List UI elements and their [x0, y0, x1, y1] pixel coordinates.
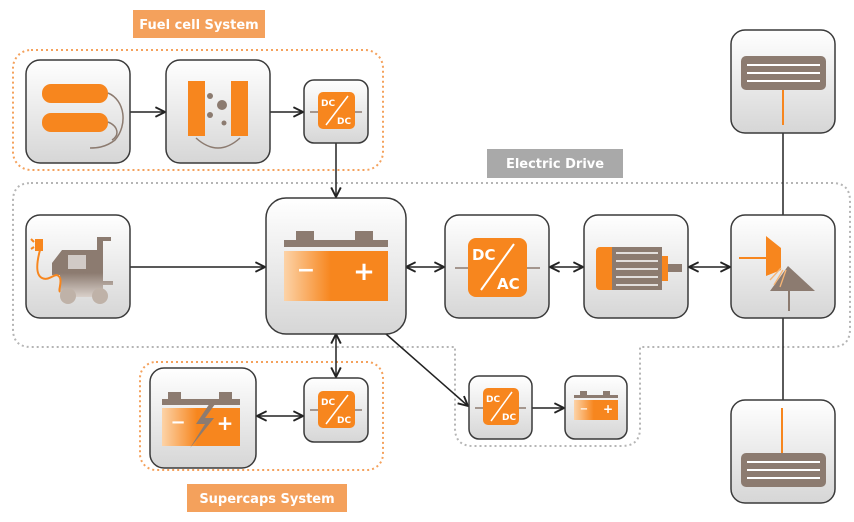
svg-text:DC: DC — [486, 395, 500, 405]
fuel-cell-dcdc-converter: DC DC — [303, 79, 369, 144]
electric-drive-group-border — [12, 182, 851, 447]
svg-text:DC: DC — [337, 416, 351, 426]
svg-text:−: − — [297, 258, 315, 283]
dcac-inverter-block: DC AC — [444, 214, 550, 319]
battery-icon: − + — [284, 231, 388, 301]
hydrogen-tanks-icon — [42, 84, 124, 149]
electric-motor-icon — [596, 247, 682, 290]
connectors — [130, 112, 784, 416]
electric-motor-block — [583, 214, 689, 319]
svg-text:−: − — [170, 412, 185, 433]
svg-text:DC: DC — [472, 246, 495, 264]
rear-wheel-block — [730, 399, 836, 504]
auxiliary-battery-block: − + — [564, 375, 628, 440]
svg-text:−: − — [580, 404, 588, 415]
svg-text:DC: DC — [337, 117, 351, 127]
svg-text:Supercaps System: Supercaps System — [199, 492, 334, 507]
supercaps-group-border — [139, 361, 384, 471]
auxiliary-dcdc-converter: DC DC — [468, 375, 533, 440]
traction-battery-block: − + — [265, 197, 407, 335]
differential-block — [730, 214, 836, 319]
svg-text:Electric Drive: Electric Drive — [506, 157, 604, 172]
supercaps-system-label: Supercaps System — [187, 484, 347, 512]
wheel-icon — [741, 56, 826, 125]
svg-text:AC: AC — [497, 275, 520, 293]
plug-in-charging-block — [25, 214, 131, 319]
svg-text:+: + — [603, 402, 613, 416]
svg-text:DC: DC — [321, 398, 335, 408]
supercaps-dcdc-converter: DC DC — [303, 377, 369, 443]
supercapacitor-block: − + — [149, 367, 257, 469]
svg-text:+: + — [217, 411, 234, 435]
svg-text:+: + — [353, 257, 375, 287]
front-wheel-block — [730, 29, 836, 134]
bevel-gear-icon — [739, 236, 815, 311]
svg-text:DC: DC — [321, 99, 335, 109]
fuel-cell-icon — [188, 81, 248, 149]
truck-charging-icon — [30, 237, 113, 304]
fuel-cell-stack-block — [165, 59, 271, 164]
svg-text:Fuel cell System: Fuel cell System — [139, 18, 258, 33]
svg-text:DC: DC — [502, 413, 516, 423]
wheel-icon — [741, 408, 826, 487]
supercapacitor-icon: − + — [162, 392, 240, 448]
fuel-cell-system-label: Fuel cell System — [133, 10, 265, 38]
battery-icon: − + — [574, 391, 618, 420]
electric-drive-label: Electric Drive — [487, 149, 623, 178]
fuel-cell-group-border — [12, 49, 384, 171]
hydrogen-tank-block — [25, 59, 131, 164]
